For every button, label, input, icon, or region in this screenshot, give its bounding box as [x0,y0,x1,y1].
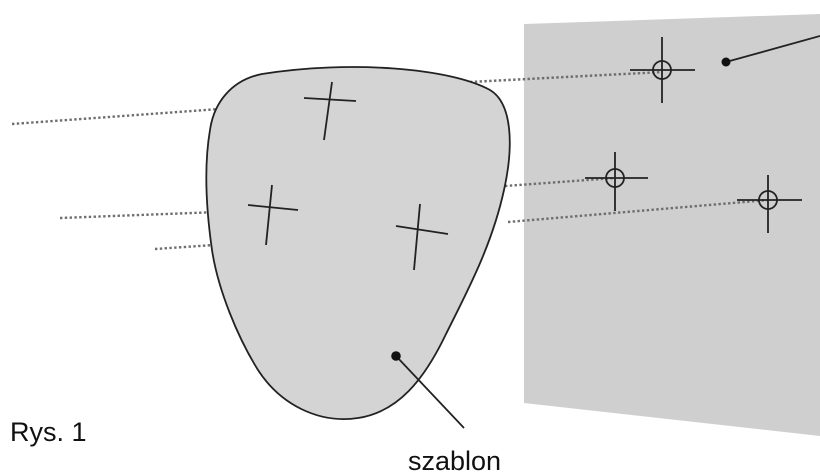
figure-caption: Rys. 1 [10,417,87,447]
projection-ray-3-plane [507,198,769,224]
template-shape [205,66,511,420]
template-leader [391,351,465,429]
template-label: szablon [408,446,501,476]
template-cross-1 [303,81,357,141]
template-markers [247,81,449,271]
plane-marker-1 [630,37,695,103]
projection-ray-2 [59,208,273,220]
template-cross-3 [395,203,449,271]
projection-ray-1-plane [469,70,663,84]
projection-ray-2-plane [504,176,616,188]
plane-leader [721,35,820,67]
target-plane [524,14,820,436]
plane-leader-dot [721,57,731,67]
template-leader-dot [391,351,401,361]
plane-marker-2 [585,152,648,211]
plane-markers [585,37,802,233]
template-cross-2 [247,184,299,246]
plane-marker-3 [737,175,802,233]
